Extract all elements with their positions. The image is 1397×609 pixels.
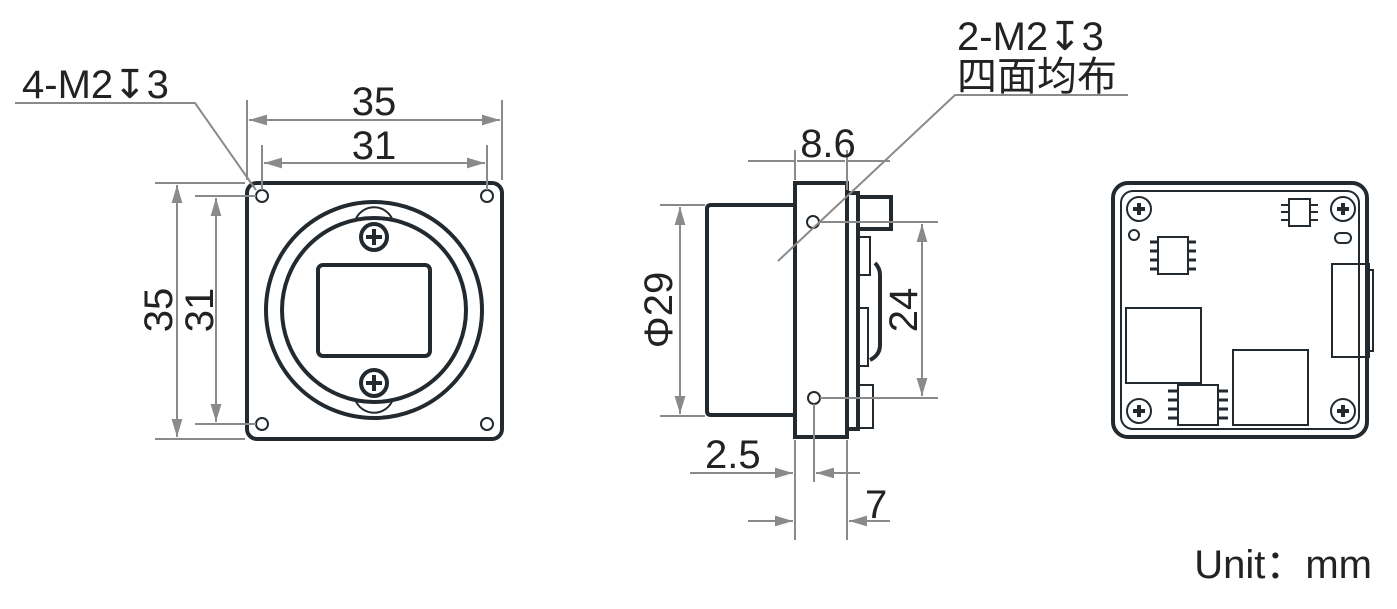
screw-icon xyxy=(359,222,389,252)
front-view xyxy=(15,100,504,441)
screw-icon xyxy=(1330,398,1356,424)
back-depth-label: 7 xyxy=(865,483,887,527)
side-view xyxy=(660,94,1128,540)
side-thread-note: 四面均布 xyxy=(957,55,1117,99)
front-width-outer: 35 xyxy=(352,80,397,124)
screw-icon xyxy=(1330,196,1356,222)
front-height-outer: 35 xyxy=(137,288,181,333)
side-depth-label: 8.6 xyxy=(800,122,856,166)
hole-offset-label: 2.5 xyxy=(705,433,761,477)
front-height-inner: 31 xyxy=(178,288,222,333)
screw-icon xyxy=(1126,196,1152,222)
hole-spacing-label: 24 xyxy=(882,288,926,333)
screw-icon xyxy=(359,368,389,398)
screw-icon xyxy=(1126,398,1152,424)
front-thread-label: 4-M2↧3 xyxy=(22,63,169,107)
lens-diameter-label: Φ29 xyxy=(637,272,681,348)
unit-label: Unit：mm xyxy=(1194,543,1372,587)
side-thread-label: 2-M2↧3 xyxy=(957,15,1104,59)
front-width-inner: 31 xyxy=(352,124,397,168)
back-view xyxy=(1111,181,1374,439)
